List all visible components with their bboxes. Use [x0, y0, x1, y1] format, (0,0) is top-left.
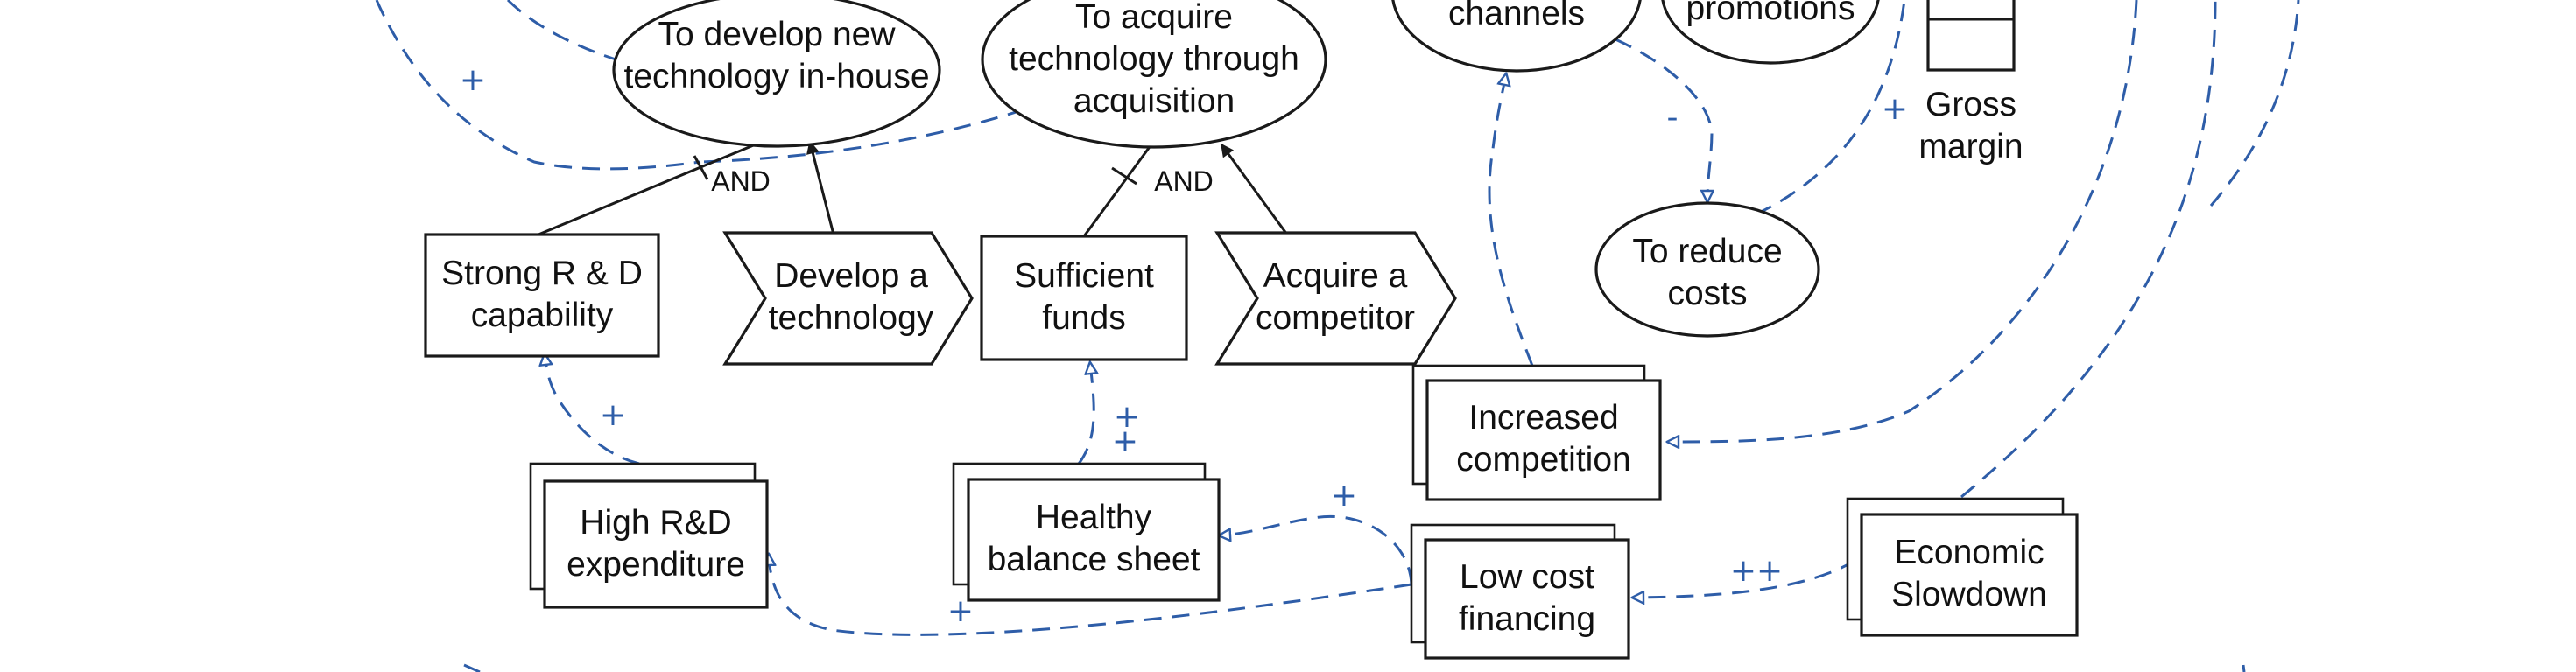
goal-channels[interactable]: channels [1391, 0, 1642, 73]
task-acquire-competitor[interactable]: Acquire a competitor [1214, 231, 1457, 366]
link-right-arc-1 [1668, 0, 2138, 442]
situation-increased-competition[interactable]: Increased competition [1411, 364, 1662, 501]
link-funds-to-acquire [1082, 144, 1153, 237]
goal-acquire-label-1: To acquire [1075, 0, 1233, 36]
financing-label-1: Low cost [1460, 558, 1594, 596]
sign-plus-high-rd: + [600, 397, 626, 433]
goal-channels-label: channels [1448, 0, 1585, 32]
funds-label-2: funds [1042, 299, 1125, 337]
task-develop-technology[interactable]: Develop a technology [722, 231, 974, 366]
kpi-gross-margin-label-1: Gross [1925, 86, 2016, 123]
goal-develop-label-1: To develop new [658, 16, 896, 53]
sign-plusplus-slowdown: ++ [1730, 553, 1783, 589]
high-rd-label-1: High R&D [580, 504, 731, 542]
kpi-gross-margin-label-2: margin [1918, 128, 2023, 165]
link-highrd-to-strongrd [545, 354, 640, 466]
resource-strong-rd[interactable]: Strong R & D capability [424, 233, 660, 358]
acquire-comp-label-2: competitor [1256, 299, 1415, 337]
link-balance-to-funds [1077, 363, 1094, 465]
link-financing-to-balance [1220, 515, 1413, 585]
kpi-gross-margin[interactable]: Gross margin [1918, 0, 2023, 165]
balance-label-1: Healthy [1036, 499, 1152, 536]
strong-rd-label-1: Strong R & D [441, 255, 643, 292]
balance-label-2: balance sheet [988, 541, 1200, 578]
sign-plus-gross-margin: + [1882, 91, 1908, 127]
link-to-develop [506, 0, 623, 63]
develop-tech-label-1: Develop a [774, 257, 928, 295]
slowdown-label-1: Economic [1894, 534, 2044, 571]
link-acquire-comp-to-acquire [1220, 143, 1289, 235]
and-label-right: AND [1154, 165, 1214, 197]
situation-economic-slowdown[interactable]: Economic Slowdown [1846, 497, 2079, 637]
goal-reduce-costs-label-1: To reduce [1632, 233, 1782, 270]
sign-minus-channels: - [1667, 100, 1679, 136]
develop-tech-label-2: technology [769, 299, 934, 337]
link-develop-tech-to-develop [806, 140, 835, 235]
goal-promotions-label: promotions [1686, 0, 1855, 27]
link-slowdown-to-financing [1633, 558, 1857, 598]
and-label-left: AND [711, 165, 771, 197]
resource-sufficient-funds[interactable]: Sufficient funds [980, 234, 1188, 361]
link-top-left-arc [375, 0, 701, 171]
link-strongrd-to-develop [538, 140, 763, 236]
high-rd-label-2: expenditure [567, 546, 745, 584]
acquire-comp-label-1: Acquire a [1263, 257, 1408, 295]
link-slowdown-up-arc [1960, 0, 2217, 499]
goal-reduce-costs-label-2: costs [1667, 275, 1747, 312]
link-bottom-left-stub [463, 663, 481, 672]
situation-high-rd[interactable]: High R&D expenditure [529, 462, 769, 609]
financing-label-2: financing [1459, 600, 1595, 638]
sign-plus-financing-balance: + [1331, 478, 1357, 514]
influence-links [375, 0, 2300, 672]
funds-label-1: Sufficient [1014, 257, 1154, 295]
influence-signs: + + + + + + + ++ - [460, 62, 1908, 629]
sign-plus-top-left: + [460, 62, 486, 98]
refinement-links [538, 140, 1289, 237]
competition-label-2: competition [1456, 441, 1630, 479]
link-competition-to-channels [1488, 74, 1534, 367]
goal-acquire-label-3: acquisition [1073, 82, 1235, 120]
situation-low-cost-financing[interactable]: Low cost financing [1410, 523, 1630, 660]
goal-acquire-label-2: technology through [1009, 40, 1299, 78]
goal-acquire-technology[interactable]: To acquire technology through acquisitio… [981, 0, 1327, 149]
link-far-right-arc [2209, 0, 2300, 206]
sign-plus-balance-1: + [1114, 399, 1140, 435]
kpi-gross-margin-box [1926, 0, 2016, 72]
situation-healthy-balance[interactable]: Healthy balance sheet [952, 462, 1221, 602]
sign-plus-balance-2: + [1112, 424, 1138, 459]
competition-label-1: Increased [1468, 399, 1618, 437]
and-tick-right [1111, 166, 1137, 186]
link-bottom-right-stub [2242, 664, 2246, 672]
sign-plus-financing-highrd: + [947, 593, 974, 629]
link-acquire-sweep [700, 108, 1025, 164]
goal-promotions[interactable]: promotions [1661, 0, 1880, 65]
goal-develop-label-2: technology in-house [623, 58, 929, 95]
strong-rd-label-2: capability [471, 297, 614, 334]
goal-reduce-costs[interactable]: To reduce costs [1594, 201, 1820, 338]
and-tick-left [693, 155, 709, 180]
link-costs-to-margin [1755, 0, 1906, 216]
link-channels-to-costs [1615, 38, 1712, 201]
goal-develop-inhouse[interactable]: To develop new technology in-house [612, 0, 941, 148]
slowdown-label-2: Slowdown [1891, 576, 2047, 613]
